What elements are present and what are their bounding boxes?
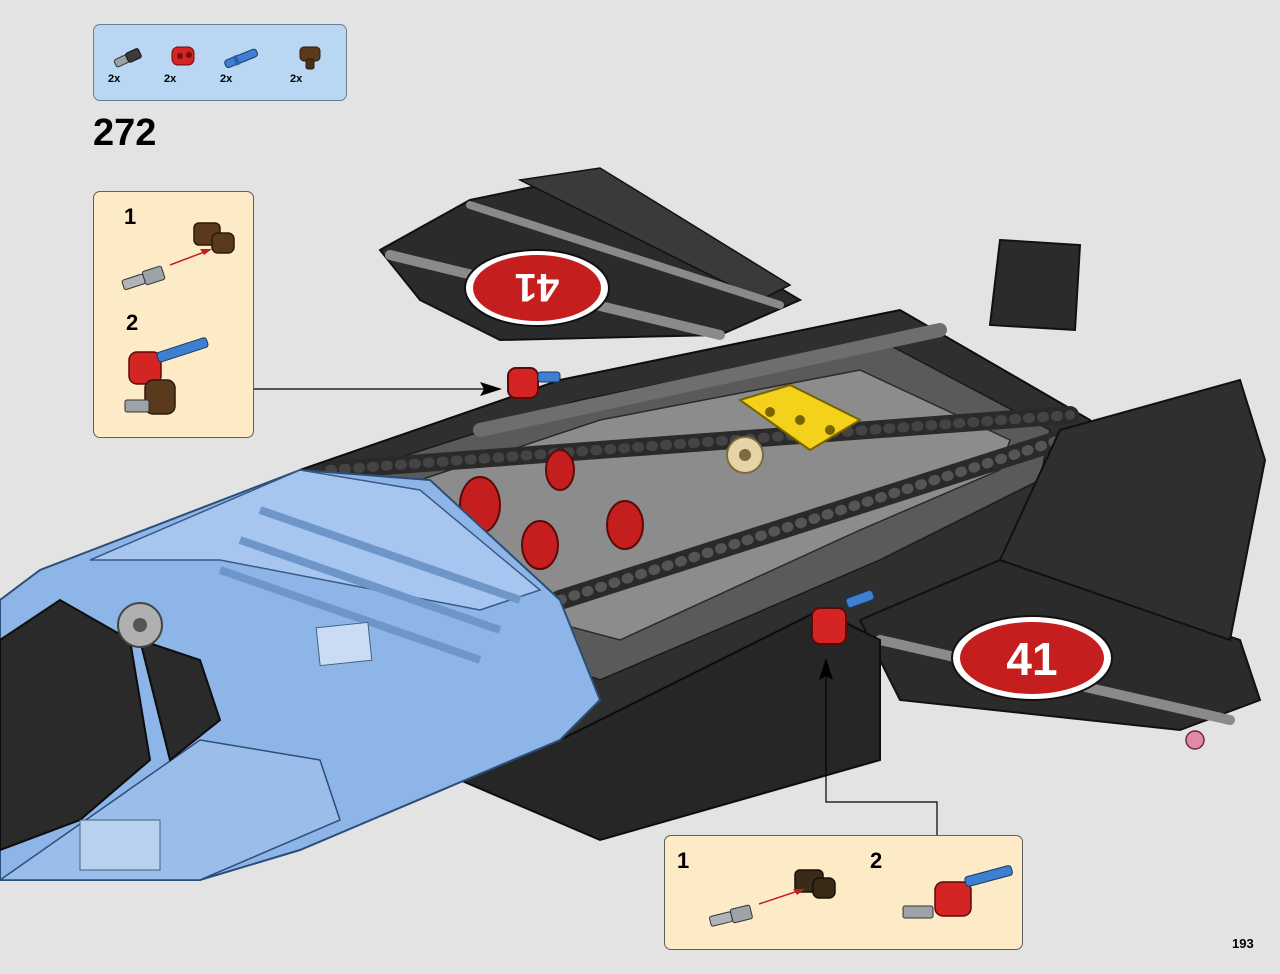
callout-left: 1 2 [93,191,254,438]
sub-step-1-illustration [121,222,235,291]
sub-step-2-illustration [902,865,1013,919]
yellow-frame [737,383,863,452]
sub-step-1-illustration [709,869,836,927]
part-quantity: 2x [164,73,177,85]
blue-axle-pin-icon [224,48,258,69]
callout-step-number: 2 [870,848,883,873]
page-number: 193 [1232,936,1254,951]
race-number-decal-upper: 41 [464,249,610,327]
blue-nose [0,468,602,881]
pointer-arrow-left [253,382,502,396]
decal-number-upper: 41 [515,265,560,309]
parts-list-box: 2x 2x 2x 2x [93,24,347,101]
part-quantity: 2x [290,73,303,85]
part-item: 2x [290,43,340,93]
step-number: 272 [93,112,157,154]
sub-step-2-illustration [124,337,209,415]
part-item: 2x [164,43,214,93]
part-quantity: 2x [220,73,233,85]
callout-bottom: 1 2 [664,835,1023,950]
callout-step-number: 2 [126,310,139,335]
callout-step-number: 1 [677,848,690,873]
pointer-arrow-bottom [819,658,938,835]
pin-with-bush-icon [113,48,142,68]
part-item: 2x [220,43,270,93]
decal-number-lower: 41 [1006,633,1057,685]
callout-step-number: 1 [124,204,137,229]
part-quantity: 2x [108,73,121,85]
part-item: 2x [108,43,158,93]
new-red-connectors [507,367,875,645]
race-number-decal-lower: 41 [951,615,1113,701]
gear-cluster [726,436,764,474]
brown-pin-connector-icon [299,46,321,70]
red-connector-icon [171,46,195,66]
